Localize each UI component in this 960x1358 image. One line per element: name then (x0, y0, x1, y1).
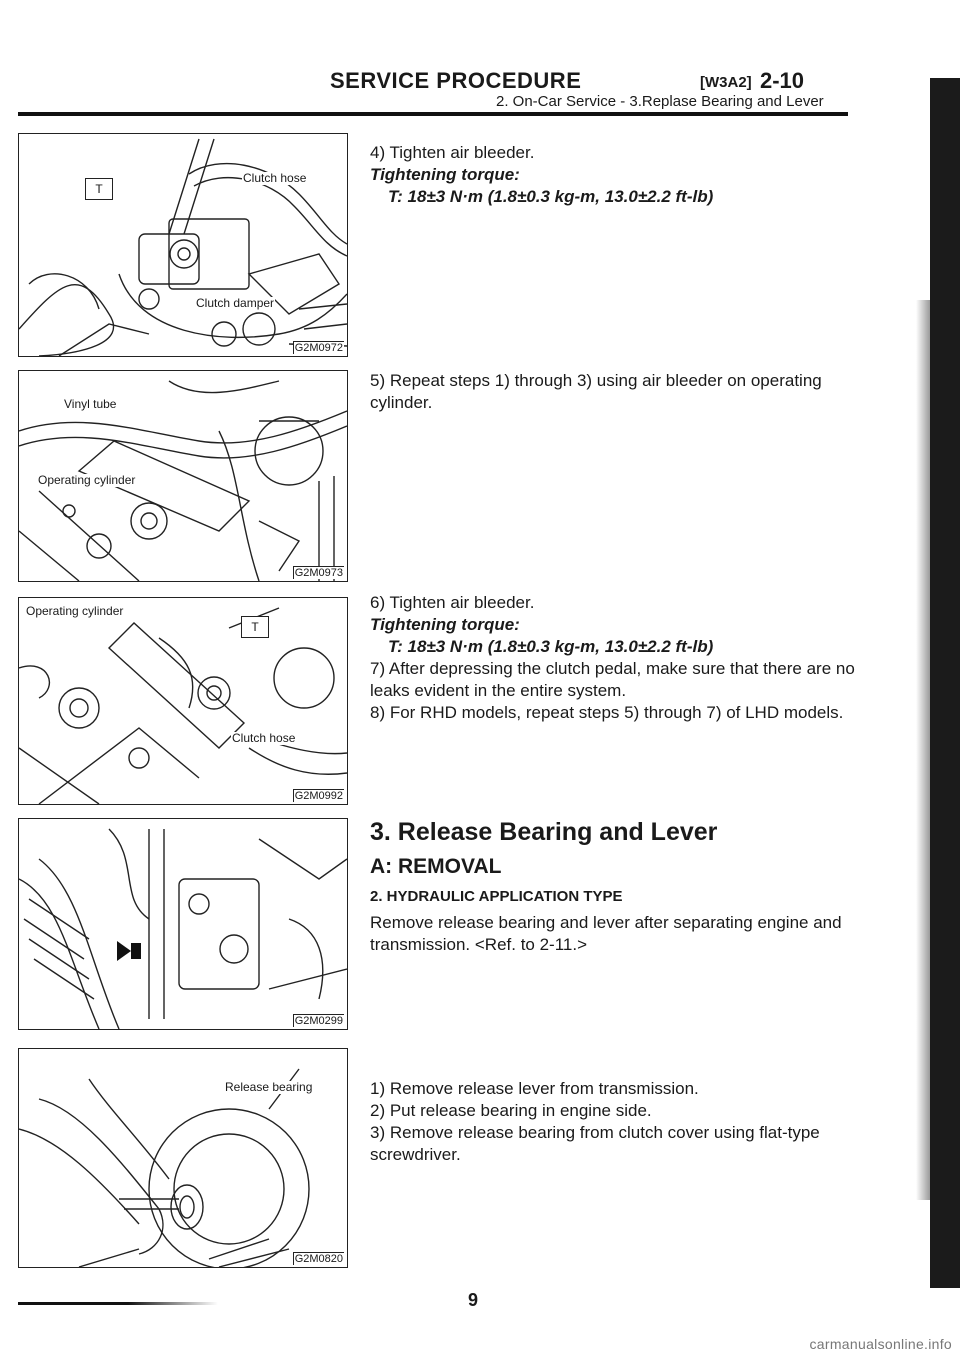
tool-marker: T (85, 178, 113, 200)
arrow-marker (117, 941, 141, 961)
removal-step-3: 3) Remove release bearing from clutch co… (370, 1123, 820, 1164)
figure-operating-cylinder: T Operating cylinder Clutch hose G2M0992 (18, 597, 348, 805)
callout-clutch-damper: Clutch damper (195, 296, 276, 310)
footer-rule (18, 1302, 218, 1305)
step-8: 8) For RHD models, repeat steps 5) throu… (370, 703, 844, 722)
figure-code: G2M0972 (292, 341, 344, 354)
step-4-block: 4) Tighten air bleeder. Tightening torqu… (370, 142, 870, 208)
step-6-8-block: 6) Tighten air bleeder. Tightening torqu… (370, 592, 870, 724)
figure-drawing (19, 1068, 310, 1267)
page-subtitle: 2. On-Car Service - 3.Replase Bearing an… (496, 93, 824, 110)
callout-vinyl-tube: Vinyl tube (63, 397, 118, 411)
page-title: SERVICE PROCEDURE (330, 68, 582, 93)
subsection-removal: A: REMOVAL (370, 855, 502, 878)
callout-release-bearing: Release bearing (224, 1080, 314, 1094)
section-title: 3. Release Bearing and Lever (370, 818, 718, 846)
torque-label: Tightening torque: (370, 615, 520, 634)
callout-operating-cylinder: Operating cylinder (37, 473, 137, 487)
step-6: 6) Tighten air bleeder. (370, 593, 535, 612)
figure-transmission: G2M0299 (18, 818, 348, 1030)
callout-operating-cylinder: Operating cylinder (25, 604, 125, 618)
removal-steps: 1) Remove release lever from transmissio… (370, 1078, 870, 1166)
torque-value: T: 18±3 N·m (1.8±0.3 kg-m, 13.0±2.2 ft-l… (388, 637, 714, 656)
figure-drawing (19, 380, 347, 581)
step-5: 5) Repeat steps 1) through 3) using air … (370, 371, 822, 412)
figure-code: G2M0299 (292, 1014, 344, 1027)
removal-step-2: 2) Put release bearing in engine side. (370, 1101, 652, 1120)
figure-drawing (19, 828, 347, 1029)
figure-clutch-hose: T Clutch hose Clutch damper G2M0972 (18, 133, 348, 357)
tool-marker: T (241, 616, 269, 638)
section-code: [W3A2] (700, 74, 752, 91)
step-7: 7) After depressing the clutch pedal, ma… (370, 659, 855, 700)
figure-code: G2M0973 (292, 566, 344, 579)
page-code: 2-10 (760, 68, 805, 93)
watermark: carmanualsonline.info (809, 1336, 952, 1352)
figure-code: G2M0992 (292, 789, 344, 802)
removal-step-1: 1) Remove release lever from transmissio… (370, 1079, 699, 1098)
callout-clutch-hose: Clutch hose (231, 731, 297, 745)
page-number: 9 (468, 1290, 479, 1310)
step-4: 4) Tighten air bleeder. (370, 143, 535, 162)
figure-code: G2M0820 (292, 1252, 344, 1265)
figure-drawing (19, 607, 347, 804)
header-rule (18, 112, 848, 116)
removal-intro: Remove release bearing and lever after s… (370, 913, 842, 954)
figure-vinyl-tube: Vinyl tube Operating cylinder G2M0973 (18, 370, 348, 582)
figure-release-bearing: Release bearing G2M0820 (18, 1048, 348, 1268)
callout-clutch-hose: Clutch hose (242, 171, 308, 185)
torque-value: T: 18±3 N·m (1.8±0.3 kg-m, 13.0±2.2 ft-l… (388, 187, 714, 206)
figure-drawing (19, 138, 347, 356)
torque-label: Tightening torque: (370, 165, 520, 184)
subsection-hydraulic: 2. HYDRAULIC APPLICATION TYPE (370, 888, 623, 905)
binding-shadow (916, 300, 930, 1200)
binding-edge (930, 78, 960, 1288)
